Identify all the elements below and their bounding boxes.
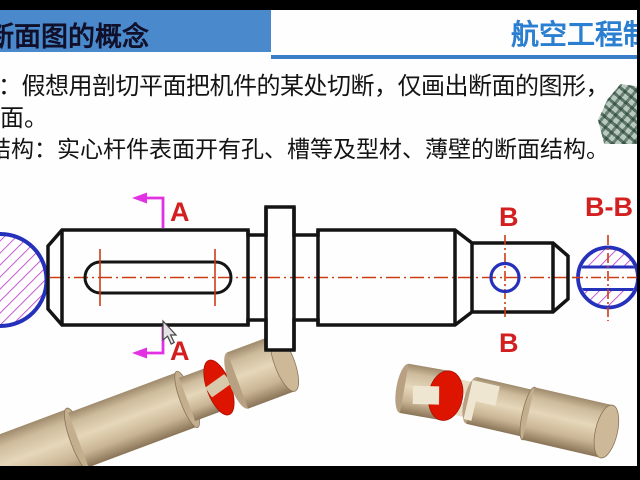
title-banner: 断面图的概念 — [0, 10, 271, 52]
hole-interior — [412, 385, 440, 405]
keyway-slot — [83, 260, 233, 295]
shaft-front-view-fill — [48, 207, 568, 350]
cross-hole — [489, 261, 521, 294]
page-title: 断面图的概念 — [0, 22, 149, 52]
shaft-segment — [522, 387, 613, 458]
keyway-centerlines — [99, 249, 216, 306]
shaft-segment — [0, 409, 91, 480]
course-title: 航空工程制图 — [511, 19, 637, 50]
label-b-bottom: B — [499, 328, 519, 358]
usage-text-line: 结构：实心杆件表面开有孔、槽等及型材、薄壁的断面结构。 — [0, 137, 609, 162]
keyway-groove — [200, 370, 236, 401]
section-labels: A A B B B-B — [170, 192, 633, 366]
definition-text-line-1: ：假想用剖切平面把机件的某处切断，仅画出断面的图形， — [0, 74, 610, 100]
shaft-front-view-outline — [46, 205, 570, 352]
shaft-segment — [68, 372, 198, 468]
header-divider — [271, 55, 637, 59]
slide-content: 断面图的概念 航空工程制图 ：假想用剖切平面把机件的某处切断，仅画出断面的图形，… — [0, 10, 637, 466]
shaft-end-cap — [593, 404, 620, 459]
definition-text-line-2: 面。 — [0, 106, 48, 132]
render-hole-cut-plug — [395, 363, 464, 421]
section-b-b-view — [573, 235, 640, 321]
mouse-cursor-icon — [162, 319, 178, 345]
render-keyway-cut-shaft — [0, 334, 299, 480]
render-hole-cut-shaft — [451, 376, 620, 459]
label-b-b: B-B — [585, 192, 633, 222]
section-a-a-view — [0, 232, 49, 328]
label-a-bottom: A — [170, 336, 190, 366]
label-b-top: B — [499, 202, 519, 232]
cut-off-piece — [224, 334, 299, 409]
half-hole-groove — [463, 380, 500, 421]
label-a-top: A — [170, 197, 190, 227]
